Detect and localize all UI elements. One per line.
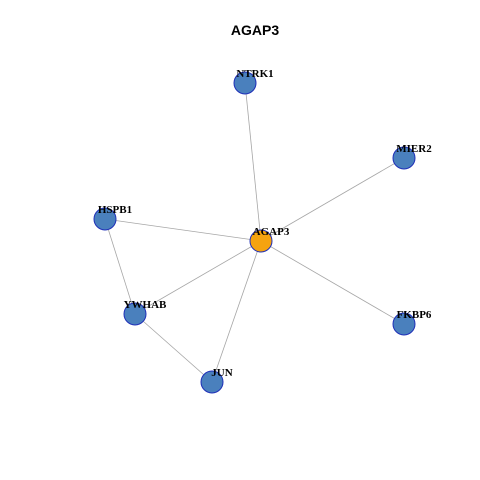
node-fkbp6: FKBP6: [392, 309, 432, 336]
edge-agap3-jun: [211, 240, 262, 383]
node-circle-ywhab: [123, 302, 147, 326]
node-ntrk1: NTRK1: [233, 68, 274, 95]
edge-agap3-ntrk1: [244, 82, 262, 242]
node-mier2: MIER2: [392, 143, 432, 170]
edge-agap3-ywhab: [134, 240, 262, 315]
node-circle-mier2: [392, 146, 416, 170]
node-label-fkbp6: FKBP6: [397, 309, 432, 321]
node-agap3: AGAP3: [249, 226, 290, 253]
node-label-ywhab: YWHAB: [124, 299, 167, 311]
node-jun: JUN: [200, 367, 233, 394]
edge-layer: [104, 82, 405, 383]
node-circle-hspb1: [93, 207, 117, 231]
edge-agap3-hspb1: [104, 218, 262, 242]
node-circle-fkbp6: [392, 312, 416, 336]
node-label-mier2: MIER2: [396, 143, 432, 155]
graph-title: AGAP3: [231, 22, 279, 38]
edge-agap3-mier2: [260, 157, 405, 242]
node-circle-agap3: [249, 229, 273, 253]
node-label-jun: JUN: [211, 367, 232, 379]
edge-ywhab-jun: [134, 313, 213, 383]
node-circle-jun: [200, 370, 224, 394]
node-ywhab: YWHAB: [123, 299, 167, 326]
edge-agap3-fkbp6: [260, 240, 405, 325]
node-label-ntrk1: NTRK1: [236, 68, 273, 80]
node-hspb1: HSPB1: [93, 204, 132, 231]
node-label-hspb1: HSPB1: [98, 204, 132, 216]
node-label-agap3: AGAP3: [253, 226, 290, 238]
edge-hspb1-ywhab: [104, 218, 136, 315]
node-circle-ntrk1: [233, 71, 257, 95]
